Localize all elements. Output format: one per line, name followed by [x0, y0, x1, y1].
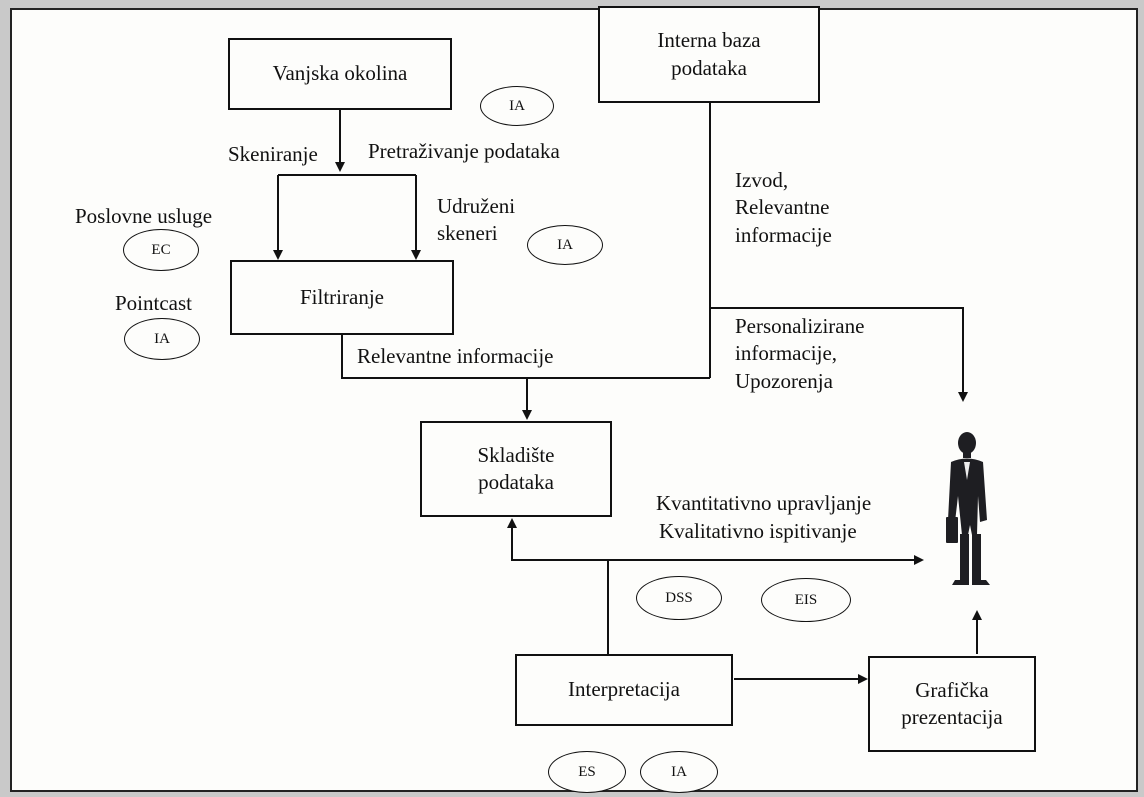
box-skladiste-label: Skladište podataka: [477, 442, 555, 494]
label-udruzeni-skeneri: Udruženi skeneri: [437, 194, 516, 246]
businessman-icon: [946, 432, 990, 585]
label-pretrazivanje: Pretraživanje podataka: [368, 139, 560, 163]
label-relevantne-informacije: Relevantne informacije: [357, 344, 554, 368]
oval-eis: EIS: [761, 578, 851, 622]
label-skeniranje: Skeniranje: [228, 142, 318, 166]
box-vanjska-okolina: Vanjska okolina: [228, 38, 452, 110]
box-vanjska-okolina-label: Vanjska okolina: [272, 61, 408, 86]
box-graficka-label: Grafička prezentacija: [901, 677, 1003, 729]
oval-dss: DSS: [636, 576, 722, 620]
box-interna-baza: Interna baza podataka: [598, 6, 820, 103]
line-filtriranje-to-merge: [341, 335, 710, 379]
label-poslovne-usluge: Poslovne usluge: [75, 204, 213, 228]
box-interpretacija-label: Interpretacija: [568, 677, 680, 702]
box-interpretacija: Interpretacija: [515, 654, 733, 726]
label-izvod: Izvod, Relevantne informacije: [735, 168, 832, 247]
box-graficka-prezentacija: Grafička prezentacija: [868, 656, 1036, 752]
arrow-to-skladiste: [507, 518, 608, 561]
oval-ia-bottom: IA: [640, 751, 718, 793]
oval-es: ES: [548, 751, 626, 793]
box-filtriranje: Filtriranje: [230, 260, 454, 335]
label-kvalitativno: Kvalitativno ispitivanje: [659, 519, 857, 543]
arrow-interna-to-person: [710, 307, 968, 402]
box-skladiste: Skladište podataka: [420, 421, 612, 517]
oval-ia-skeneri: IA: [527, 225, 603, 265]
label-pointcast: Pointcast: [115, 291, 192, 315]
label-personalizirane: Personalizirane informacije, Upozorenja: [735, 314, 865, 393]
oval-ec: EC: [123, 229, 199, 271]
box-interna-baza-label: Interna baza podataka: [657, 28, 761, 80]
box-filtriranje-label: Filtriranje: [300, 284, 384, 309]
oval-ia-pointcast: IA: [124, 318, 200, 360]
label-kvantitativno: Kvantitativno upravljanje: [656, 491, 872, 515]
oval-ia-top: IA: [480, 86, 554, 126]
